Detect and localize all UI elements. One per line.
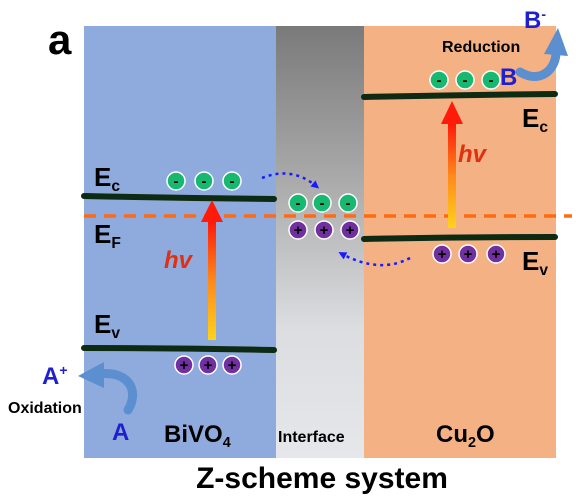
- svg-text:-: -: [320, 195, 325, 212]
- hole-particle: +: [222, 355, 242, 375]
- svg-text:-: -: [346, 195, 351, 212]
- hole-particle: +: [432, 244, 452, 264]
- hole-particle: +: [458, 244, 478, 264]
- electron-particle: -: [166, 171, 186, 191]
- svg-text:+: +: [346, 222, 355, 239]
- hv-label-cu2o: hv: [458, 141, 488, 168]
- bivo4-label: BiVO4: [164, 421, 231, 451]
- svg-text:+: +: [204, 357, 213, 374]
- hole-particle: +: [340, 220, 360, 240]
- hole-particle: +: [198, 355, 218, 375]
- holes-bivo4: + + +: [174, 355, 242, 375]
- electron-transfer-arrow: [261, 172, 320, 189]
- holes-interface: + + +: [288, 220, 360, 240]
- svg-text:-: -: [230, 173, 235, 190]
- electron-particle: -: [481, 70, 501, 90]
- hole-particle: +: [314, 220, 334, 240]
- reactant-a: A: [112, 419, 129, 446]
- ef-label: EF: [94, 219, 121, 252]
- product-a-plus: A+: [42, 362, 68, 390]
- cu2o-ev-label: Ev: [522, 246, 548, 279]
- electrons-cu2o: ---: [429, 70, 501, 90]
- svg-text:-: -: [174, 173, 179, 190]
- product-b-minus: B-: [524, 6, 546, 34]
- svg-text:-: -: [489, 72, 494, 89]
- electron-particle: -: [429, 70, 449, 90]
- cu2o-valence-band: [361, 234, 558, 242]
- oxidation-curved-arrow: [78, 362, 138, 415]
- bivo4-ec-label: Ec: [94, 162, 120, 195]
- svg-text:+: +: [320, 222, 329, 239]
- electron-particle: -: [338, 193, 358, 213]
- diagram-title: Z-scheme system: [196, 462, 448, 495]
- photon-arrow-cu2o: [441, 101, 463, 228]
- bivo4-ev-label: Ev: [94, 309, 120, 342]
- cu2o-ec-label: Ec: [522, 103, 548, 136]
- oxidation-label: Oxidation: [8, 400, 82, 417]
- bivo4-region: [84, 26, 276, 458]
- reduction-label: Reduction: [442, 39, 520, 56]
- interface-label: Interface: [278, 429, 345, 446]
- hole-transfer-arrow: [338, 252, 411, 267]
- svg-text:+: +: [294, 222, 303, 239]
- hv-label-bivo4: hv: [164, 247, 194, 274]
- panel-letter: a: [48, 16, 72, 63]
- cu2o-label: Cu2O: [436, 421, 495, 451]
- svg-text:+: +: [180, 357, 189, 374]
- electron-particle: -: [194, 171, 214, 191]
- reactant-b: B: [500, 64, 517, 91]
- electron-particle: -: [312, 193, 332, 213]
- svg-text:+: +: [464, 246, 473, 263]
- holes-cu2o: + + +: [432, 244, 506, 264]
- bivo4-conduction-band: [81, 193, 277, 202]
- reduction-curved-arrow: [515, 28, 568, 81]
- svg-text:+: +: [438, 246, 447, 263]
- photon-arrow-bivo4: [201, 200, 223, 340]
- svg-text:-: -: [296, 195, 301, 212]
- svg-text:-: -: [202, 173, 207, 190]
- svg-text:+: +: [492, 246, 501, 263]
- cu2o-region: [364, 26, 556, 458]
- svg-text:-: -: [463, 72, 468, 89]
- electron-particle: -: [222, 171, 242, 191]
- electrons-bivo4: ---: [166, 171, 242, 191]
- svg-text:-: -: [437, 72, 442, 89]
- svg-text:+: +: [228, 357, 237, 374]
- electrons-interface: ---: [288, 193, 358, 213]
- interface-region: [276, 26, 364, 458]
- hole-particle: +: [486, 244, 506, 264]
- cu2o-conduction-band: [361, 91, 558, 100]
- electron-particle: -: [455, 70, 475, 90]
- electron-particle: -: [288, 193, 308, 213]
- bivo4-valence-band: [81, 345, 277, 353]
- hole-particle: +: [174, 355, 194, 375]
- hole-particle: +: [288, 220, 308, 240]
